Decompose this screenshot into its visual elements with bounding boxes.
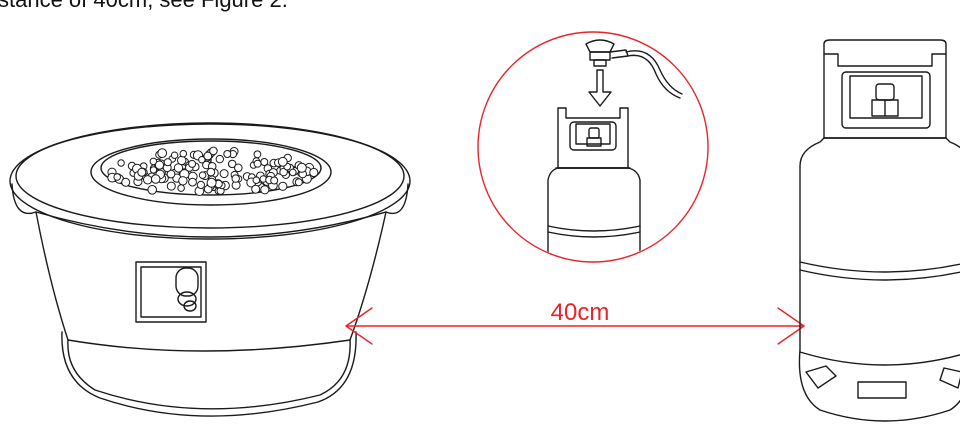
figure-caption: stance of 40cm, see Figure 2. [0, 0, 288, 13]
distance-label: 40cm [551, 299, 610, 326]
regulator-icon [585, 39, 683, 99]
arrow-down-icon [588, 69, 612, 107]
gas-cylinder-illustration [798, 39, 960, 422]
distance-dimension [345, 307, 805, 345]
lava-stones [107, 146, 319, 197]
detail-circle [477, 31, 709, 263]
fire-pit-illustration [9, 122, 411, 417]
